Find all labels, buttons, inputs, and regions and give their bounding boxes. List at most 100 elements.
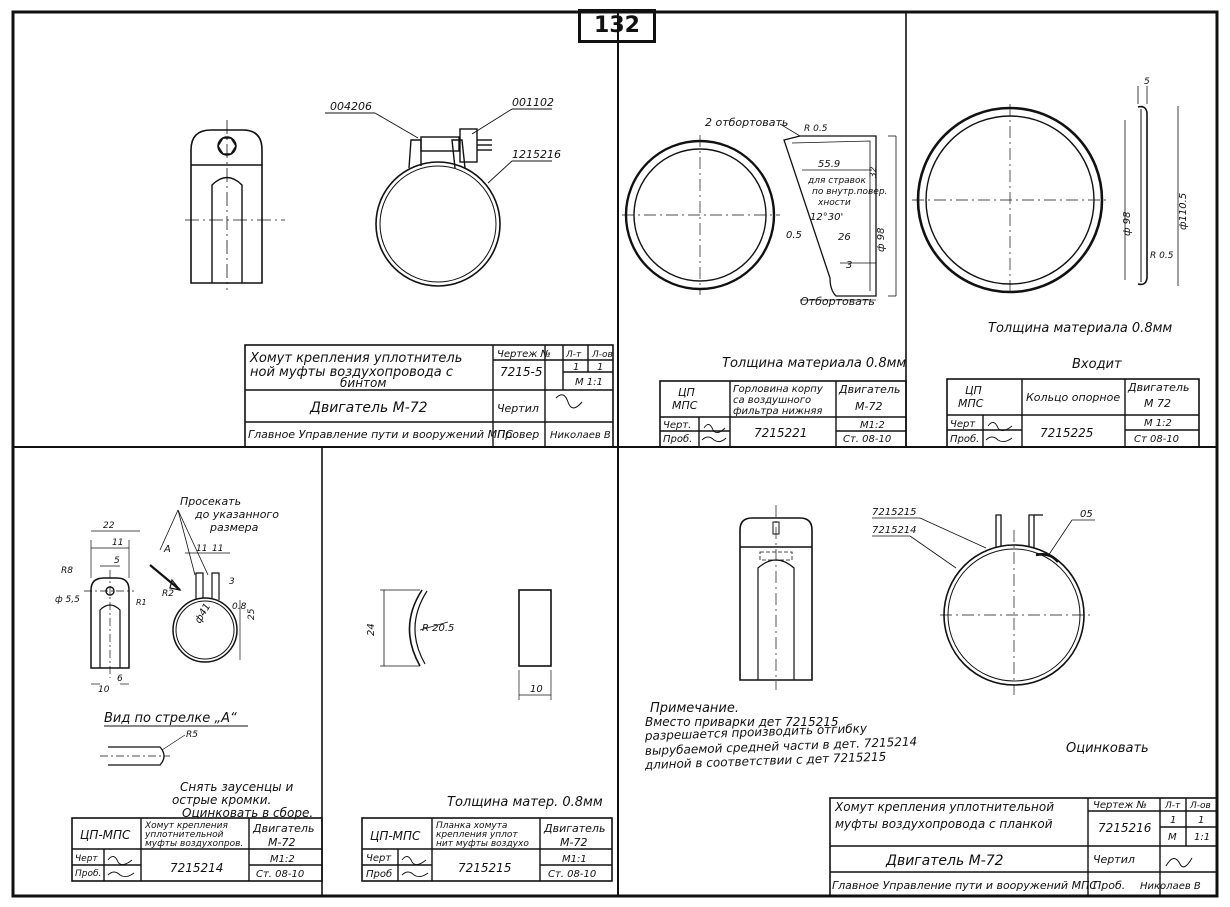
p3-thickness: Толщина материала 0.8мм xyxy=(988,321,1172,336)
p1-sheets-total-value: 1 xyxy=(597,362,603,373)
p4-steel: Ст. 08-10 xyxy=(256,869,304,880)
panel-5-title-block: ЦП-МПС Планка хомута крепления уплот нит… xyxy=(361,817,613,882)
p3-checked-label: Проб. xyxy=(950,433,979,445)
p4-cut1: Просекать xyxy=(180,495,241,508)
p1-sheets-value: 1 xyxy=(573,362,579,373)
panel-5-strap-drawing: 24 R 20.5 10 Толщина матер. 0.8мм xyxy=(366,589,603,810)
p4-dA: A xyxy=(163,544,171,555)
p5-d10: 10 xyxy=(530,684,543,695)
p6-sheets-total-value: 1 xyxy=(1198,815,1204,826)
p4-engine-2: М-72 xyxy=(268,836,295,849)
p6-checker: Николаев В xyxy=(1140,881,1201,892)
p6-sheets-value: 1 xyxy=(1170,815,1176,826)
p5-checked-label: Проб xyxy=(366,868,392,880)
p3-scale: М 1:2 xyxy=(1144,418,1172,429)
p2-d3: 3 xyxy=(846,260,852,271)
p3-drawing-no: 7215225 xyxy=(1040,426,1093,440)
p4-cut3: размера xyxy=(209,521,259,534)
p6-title-1: Хомут крепления уплотнительной xyxy=(834,800,1054,814)
p3-d1105: ф110.5 xyxy=(1178,193,1189,230)
p2-name-2: са воздушного xyxy=(733,395,811,406)
p6-directorate: Главное Управление пути и вооружений МПС xyxy=(832,879,1097,892)
p4-cut2: до указанного xyxy=(194,508,279,521)
p4-drawing-no: 7215214 xyxy=(170,861,223,875)
panel-4-clamp-detail-drawing: Просекать до указанного размера 22 11 5 … xyxy=(55,495,313,820)
callout-001102: 001102 xyxy=(512,96,554,109)
p4-d25: 25 xyxy=(247,608,257,620)
panel-2-title-block: ЦП МПС Горловина корпу са воздушного фил… xyxy=(659,380,907,448)
p6-scale-label: М xyxy=(1168,832,1177,843)
p5-name-1: Планка хомута xyxy=(436,821,507,831)
p6-sheets-total-label: Л-ов xyxy=(1189,801,1211,811)
p6-callout-7215215: 7215215 xyxy=(872,507,917,518)
panel-6-title-block: Хомут крепления уплотнительной муфты воз… xyxy=(829,797,1218,897)
p2-org-2: МПС xyxy=(672,399,698,412)
callout-004206: 004206 xyxy=(330,100,372,113)
p6-galvanize: Оцинковать xyxy=(1066,741,1149,756)
p6-note-2: Вместо приварки дет 7215215 xyxy=(645,715,839,729)
p2-drawing-no: 7215221 xyxy=(754,426,807,440)
panel-1-clamp-drawing: 004206 001102 1215216 xyxy=(185,96,561,290)
p1-title-3: бинтом xyxy=(340,376,386,390)
p6-drawing-no-label: Чертеж № xyxy=(1093,800,1147,811)
p3-d5: 5 xyxy=(1144,77,1150,87)
p6-callout-05: 05 xyxy=(1080,509,1093,520)
p6-title-2: муфты воздухопровода с планкой xyxy=(835,817,1053,831)
p4-r8: R8 xyxy=(61,566,73,576)
p1-checker: Николаев В xyxy=(550,430,611,441)
p5-drew-label: Черт xyxy=(366,853,392,864)
p2-engine-2: М-72 xyxy=(855,400,882,413)
p2-name-1: Горловина корпу xyxy=(733,384,824,395)
p5-drawing-no: 7215215 xyxy=(458,861,511,875)
p1-drawing-no-label: Чертеж № xyxy=(497,349,551,360)
p1-checked-label: Провер xyxy=(497,428,539,441)
p4-org: ЦП-МПС xyxy=(80,828,131,842)
p4-d5: 5 xyxy=(114,556,120,566)
p2-r05: R 0.5 xyxy=(804,124,828,134)
p4-phi41: ф41 xyxy=(193,602,213,626)
p2-note2: по внутр.повер. xyxy=(812,187,887,197)
p2-steel: Ст. 08-10 xyxy=(843,434,891,445)
p4-checked-label: Проб. xyxy=(75,869,101,879)
p4-r5: R5 xyxy=(186,730,198,740)
p1-title-2: ной муфты воздухопровода с xyxy=(250,365,453,380)
p4-d11c: 11 xyxy=(212,544,223,554)
p6-drawing-no: 7215216 xyxy=(1098,821,1152,835)
p2-d26: 26 xyxy=(838,232,851,243)
p2-scale: М1:2 xyxy=(860,420,885,431)
p5-engine-1: Двигатель xyxy=(543,822,605,835)
panel-6-clamp-with-strap-drawing: 7215215 7215214 05 Примечание. Вместо пр… xyxy=(644,505,1149,772)
panel-1-title-block: Хомут крепления уплотнитель ной муфты во… xyxy=(244,344,614,448)
p2-d05: 0.5 xyxy=(786,230,802,241)
p2-name-3: фильтра нижняя xyxy=(733,406,822,417)
p3-org-2: МПС xyxy=(958,397,984,410)
p1-drawing-no: 7215-5 xyxy=(500,365,543,379)
p5-engine-2: М-72 xyxy=(560,836,587,849)
p1-scale: М 1:1 xyxy=(575,377,603,388)
p3-d98: ф 98 xyxy=(1122,212,1133,236)
p2-d559: 55.9 xyxy=(818,159,840,170)
p4-scale: М1:2 xyxy=(270,854,295,865)
p2-flange-top: 2 отбортовать xyxy=(705,116,788,129)
p4-view-label: Вид по стрелке „А“ xyxy=(104,711,237,726)
p3-drew-label: Черт xyxy=(950,419,976,430)
p1-engine: Двигатель М-72 xyxy=(309,400,428,416)
p2-org-1: ЦП xyxy=(678,386,695,399)
p4-note-3: Оцинковать в сборе. xyxy=(182,806,313,820)
panel-3-title-block: ЦП МПС Кольцо опорное Двигатель М 72 Чер… xyxy=(946,378,1200,448)
p5-r205: R 20.5 xyxy=(422,623,454,634)
p5-thickness: Толщина матер. 0.8мм xyxy=(447,795,603,810)
p3-name: Кольцо опорное xyxy=(1026,391,1120,404)
p6-engine: Двигатель М-72 xyxy=(885,853,1004,869)
p5-name-2: крепления уплот xyxy=(436,830,518,840)
p4-name-2: уплотнительной xyxy=(144,830,224,840)
p2-thickness: Толщина материала 0.8мм xyxy=(722,356,906,371)
p1-drew-label: Чертил xyxy=(497,402,539,415)
p4-d3: 3 xyxy=(229,577,235,587)
p4-d10: 10 xyxy=(98,685,110,695)
p3-r05: R 0.5 xyxy=(1150,251,1174,261)
p4-r1: R1 xyxy=(136,598,147,607)
p4-d11: 11 xyxy=(112,538,123,548)
p4-r2: R2 xyxy=(162,589,174,599)
p2-drew-label: Черт. xyxy=(663,420,691,431)
